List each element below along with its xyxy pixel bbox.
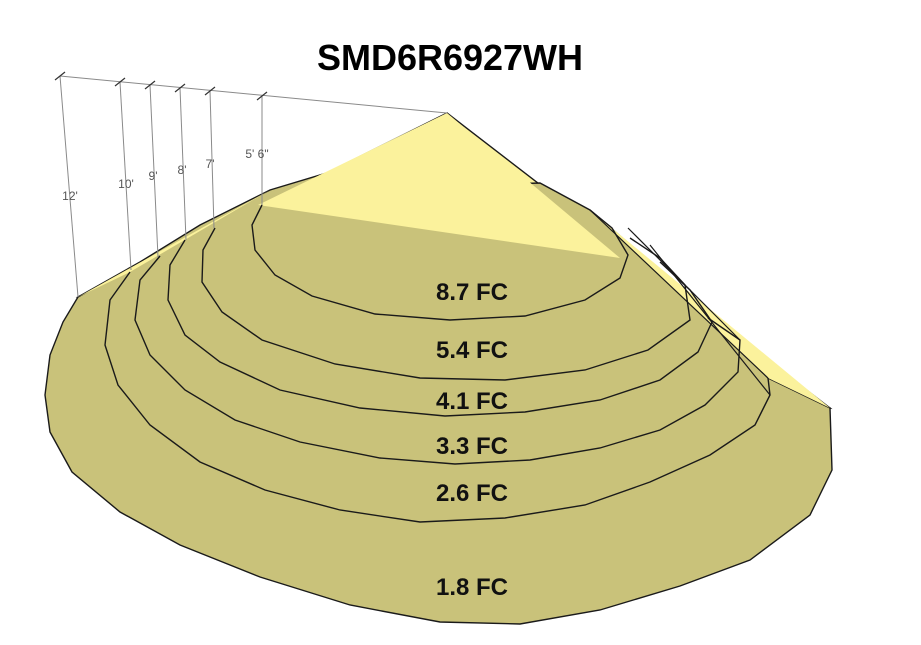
zone-label-8-7-fc: 8.7 FC <box>436 279 508 306</box>
height-label-7ft: 7' <box>206 157 215 171</box>
cone-right-face <box>590 210 830 408</box>
ring-8-7-fc <box>251 204 629 321</box>
height-label-10ft: 10' <box>118 177 134 191</box>
height-label-9ft: 9' <box>149 169 158 183</box>
height-label-12ft: 12' <box>62 189 78 203</box>
ring-5-4-fc <box>201 227 691 381</box>
ring-3-3-fc <box>134 255 741 465</box>
height-label-5ft6in: 5' 6" <box>245 147 268 161</box>
height-dimensions: 12' 10' 9' 8' 7' 5' 6" <box>54 71 448 298</box>
zone-label-3-3-fc: 3.3 FC <box>436 433 508 460</box>
cone-top-face <box>258 113 620 258</box>
zone-label-4-1-fc: 4.1 FC <box>436 388 508 415</box>
ring-2-6-fc <box>104 271 771 523</box>
cone-left-face <box>78 190 270 297</box>
zone-label-1-8-fc: 1.8 FC <box>436 574 508 601</box>
ring-4-1-fc <box>167 239 713 417</box>
zone-label-5-4-fc: 5.4 FC <box>436 337 508 364</box>
product-title: SMD6R6927WH <box>317 37 583 78</box>
height-label-8ft: 8' <box>178 163 187 177</box>
zone-label-2-6-fc: 2.6 FC <box>436 480 508 507</box>
